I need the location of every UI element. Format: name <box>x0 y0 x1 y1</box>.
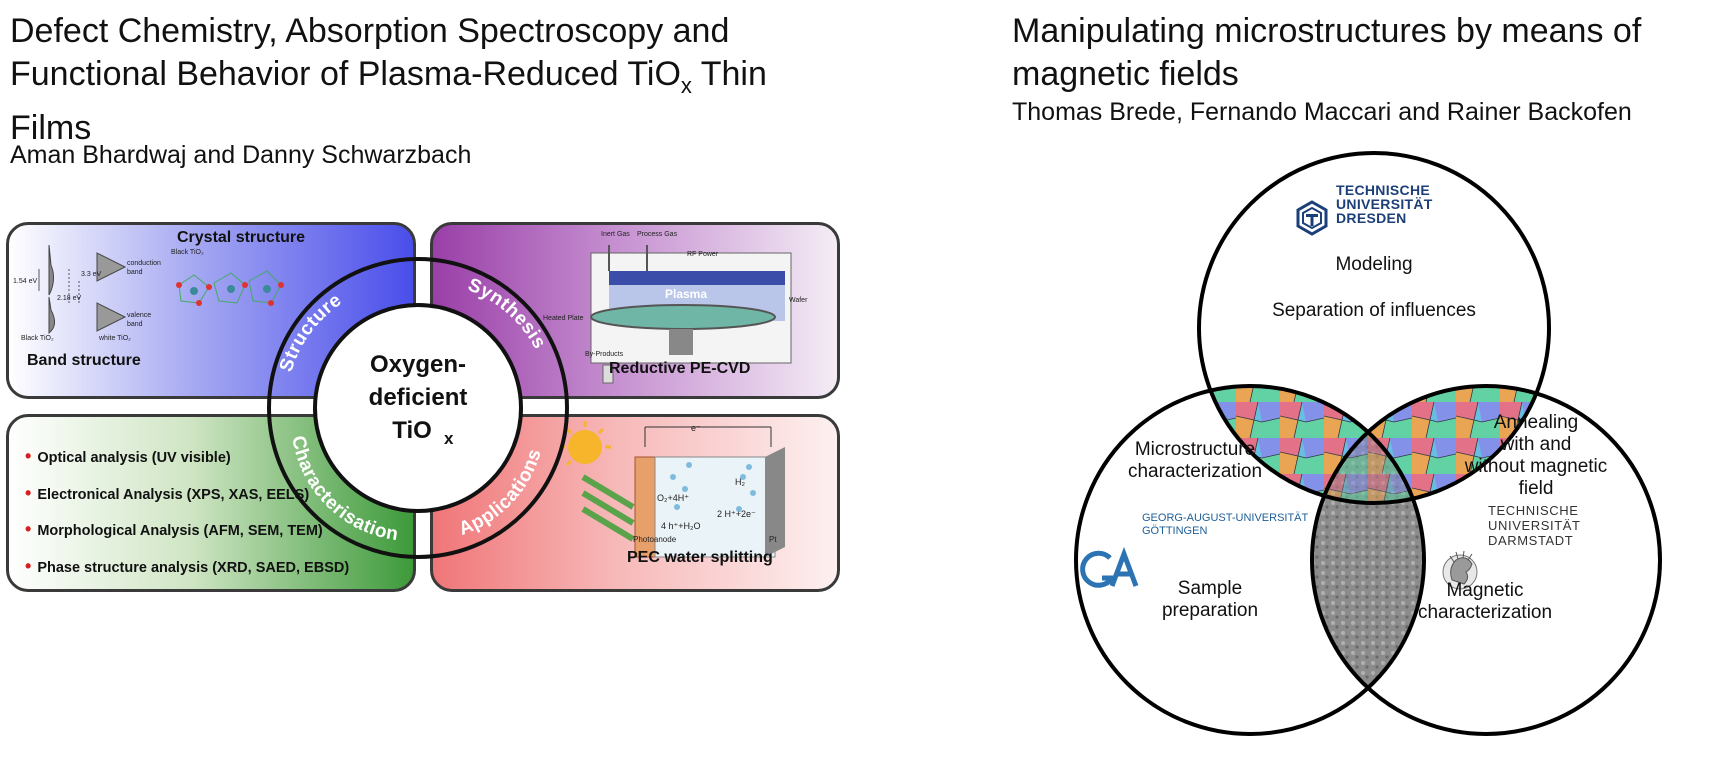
hydrogen-reaction-label: 2 H⁺+2e⁻ <box>717 509 756 519</box>
tud-line: UNIVERSITÄT <box>1336 196 1433 212</box>
analysis-list: •Optical analysis (UV visible) •Electron… <box>25 439 349 585</box>
label-line: Sample <box>1177 578 1243 599</box>
tuda-line: TECHNISCHE <box>1488 503 1579 518</box>
process-gas-label: Process Gas <box>637 231 678 238</box>
left-paper-title: Defect Chemistry, Absorption Spectroscop… <box>10 10 840 150</box>
left-paper-authors: Aman Bhardwaj and Danny Schwarzbach <box>10 141 472 169</box>
wafer-label: Wafer <box>789 297 808 304</box>
reductive-pecvd-label: Reductive PE-CVD <box>609 360 751 377</box>
left-title-text: Defect Chemistry, Absorption Spectroscop… <box>10 12 730 93</box>
pt-label: Pt <box>769 535 777 544</box>
gap-2-label: 3.3 eV <box>81 271 102 278</box>
analysis-item: •Electronical Analysis (XPS, XAS, EELS) <box>25 482 310 503</box>
label-line: preparation <box>1161 600 1259 621</box>
analysis-item: •Phase structure analysis (XRD, SAED, EB… <box>25 555 350 576</box>
white-tio2-label: white TiO₂ <box>99 335 131 342</box>
magnetic-characterization-label: Magnetic characterization <box>1390 580 1580 624</box>
analysis-item: •Optical analysis (UV visible) <box>25 446 231 466</box>
pecvd-reactor-icon <box>590 245 792 384</box>
rf-power-label: RF Power <box>687 251 719 258</box>
ga-line: GEORG-AUGUST-UNIVERSITÄT <box>1142 512 1309 524</box>
tu-dresden-logo: TECHNISCHE UNIVERSITÄT DRESDEN <box>1336 183 1433 225</box>
hole-reaction-label: 4 h⁺+H₂O <box>661 521 701 531</box>
crystal-caption: Black TiO₂ <box>171 249 204 256</box>
valence-band-label: band <box>127 321 143 328</box>
gap-1-label: 1.54 eV <box>13 278 38 285</box>
characterisation-panel: •Optical analysis (UV visible) •Electron… <box>6 414 416 592</box>
label-line: Annealing <box>1493 412 1579 433</box>
band-diagram-icon <box>38 244 284 335</box>
analysis-item: •Morphological Analysis (AFM, SEM, TEM) <box>25 519 323 539</box>
venn-circles <box>1074 151 1662 736</box>
by-products-label: By-Products <box>585 351 624 358</box>
valence-label: valence <box>127 312 152 319</box>
tu-darmstadt-logo: TECHNISCHE UNIVERSITÄT DARMSTADT <box>1488 503 1581 548</box>
modeling-label: Modeling <box>1335 254 1413 275</box>
right-paper-title: Manipulating microstructures by means of… <box>1012 12 1642 93</box>
tuda-line: UNIVERSITÄT <box>1488 518 1581 533</box>
applications-panel: e⁻ O₂+4H⁺ 4 h⁺+H₂O H₂ 2 H⁺+2e⁻ Photoanod… <box>430 414 840 592</box>
label-line: without magnetic <box>1464 456 1608 477</box>
label-line: characterization <box>1417 602 1553 623</box>
pec-water-splitting-label: PEC water splitting <box>627 549 773 566</box>
label-line: with and <box>1500 434 1572 455</box>
conduction-label: conduction <box>127 260 161 267</box>
tiox-overview-figure: Crystal structure Band structure <box>6 222 842 594</box>
microstructure-venn-diagram: TECHNISCHE UNIVERSITÄT DRESDEN Modeling … <box>1060 150 1680 750</box>
photoanode-label: Photoanode <box>633 535 677 544</box>
black-tio2-label: Black TiO₂ <box>21 335 54 342</box>
separation-label: Separation of influences <box>1272 300 1476 321</box>
plasma-label: Plasma <box>665 287 708 301</box>
microstructure-label: Microstructure characterization <box>1100 439 1290 483</box>
crystal-structure-label: Crystal structure <box>177 229 306 246</box>
h2-label: H₂ <box>735 477 745 487</box>
band-structure-label: Band structure <box>27 352 141 369</box>
right-paper-authors: Thomas Brede, Fernando Maccari and Raine… <box>1012 98 1632 126</box>
tud-line: TECHNISCHE <box>1336 182 1431 198</box>
tu-dresden-logo-icon <box>1296 200 1328 236</box>
inert-gas-label: Inert Gas <box>601 231 630 238</box>
o2-reaction-label: O₂+4H⁺ <box>657 493 690 503</box>
label-line: field <box>1518 478 1554 499</box>
label-line: Microstructure <box>1134 439 1256 460</box>
conduction-band-label: band <box>127 269 143 276</box>
structure-panel: Crystal structure Band structure <box>6 222 416 399</box>
goettingen-logo-icon <box>1080 546 1139 588</box>
tuda-line: DARMSTADT <box>1488 533 1574 548</box>
ga-line: GÖTTINGEN <box>1142 525 1208 537</box>
tu-darmstadt-logo-icon <box>1442 550 1478 590</box>
electron-label: e⁻ <box>691 423 701 433</box>
sample-preparation-label: Sample preparation <box>1130 578 1290 622</box>
tud-line: DRESDEN <box>1336 210 1407 226</box>
heated-plate-label: Heated Plate <box>543 315 584 322</box>
left-title-subscript: x <box>680 72 692 98</box>
annealing-label: Annealing with and without magnetic fiel… <box>1446 412 1626 500</box>
left-title-text-end: Thin Films <box>10 55 767 147</box>
gap-3-label: 2.18 eV <box>57 295 82 302</box>
label-line: characterization <box>1127 461 1263 482</box>
label-line: Magnetic <box>1446 580 1524 601</box>
synthesis-panel: Inert Gas Process Gas RF Power Plasma Wa… <box>430 222 840 399</box>
pec-cell-icon <box>559 421 785 558</box>
goettingen-logo: GEORG-AUGUST-UNIVERSITÄT GÖTTINGEN <box>1142 512 1308 538</box>
